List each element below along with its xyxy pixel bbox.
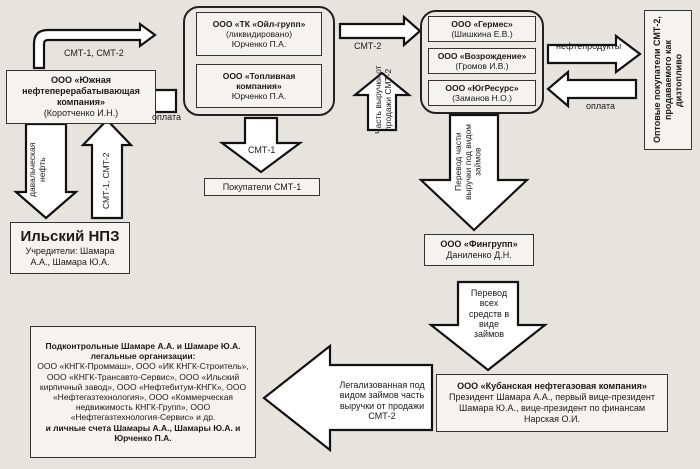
label-perevod-vseh: Перевод всех средств в виде займов (468, 288, 510, 340)
arrow-legalized-left (262, 343, 434, 453)
kuban-line1: Президент Шамара А.А., первый вице-прези… (449, 392, 655, 403)
label-davalch: давальческая нефть (27, 142, 47, 198)
germes-person: (Шишкина Е.В.) (451, 29, 513, 39)
arrow-smt2-right (338, 14, 422, 48)
box-fingroup: ООО «Фингрупп» Даниленко Д.Н. (424, 234, 534, 266)
yuzhnaya-person: (Коротченко И.Н.) (43, 107, 119, 118)
label-smt12-up: СМТ-1, СМТ-2 (101, 152, 111, 210)
arrow-smt12-to-oilgroup (32, 21, 157, 70)
arrow-vyruchka-up (351, 71, 413, 132)
box-controlled: Подконтрольные Шамаре А.А. и Шамаре Ю.А.… (30, 326, 256, 458)
label-smt12: СМТ-1, СМТ-2 (64, 48, 124, 58)
controlled-body: ООО «КНГК-Проммаш», ООО «ИК КНГК-Строите… (37, 361, 249, 423)
label-legalized: Легализованная под видом займов часть вы… (339, 380, 425, 422)
kuban-line2: Шамара Ю.А., вице-президент по финансам (458, 403, 646, 413)
kuban-line3: Нарская О.И. (524, 413, 580, 424)
box-buyers-smt1: Покупатели СМТ-1 (204, 178, 320, 196)
controlled-footer: и личные счета Шамары А.А., Шамары Ю.А. … (45, 422, 241, 443)
box-wholesale: Оптовые покупатели СМТ-2, продаваемого к… (644, 10, 692, 150)
arrow-smt12-up (80, 118, 134, 220)
label-nefteprod: нефтепродукты (556, 41, 622, 51)
arrow-perevod-chasti-down (418, 113, 530, 232)
box-ilsky: Ильский НПЗ Учредители: Шамара А.А., Шам… (10, 222, 130, 274)
arrow-oplata2-left (546, 69, 638, 109)
box-yuzhnaya: ООО «Южная нефтеперерабатывающая компани… (6, 70, 156, 124)
arrow-nefteprod-right (546, 33, 642, 75)
box-germes: ООО «Гермес» (Шишкина Е.В.) (428, 16, 536, 42)
oil-group-name: ООО «ТК «Ойл-групп» (212, 18, 306, 29)
arrow-perevod-vseh-down (427, 280, 549, 372)
vozrozhdenie-name: ООО «Возрождение» (437, 50, 527, 61)
box-toplivnaya: ООО «Топливная компания» Юрченко П.А. (196, 64, 322, 108)
vozrozhdenie-person: (Громов И.В.) (455, 61, 509, 71)
yugresurs-name: ООО «ЮгРесурс» (445, 82, 519, 93)
label-smt2: СМТ-2 (354, 41, 382, 51)
label-oplata1: оплата (152, 112, 181, 122)
box-oil-group: ООО «ТК «Ойл-групп» (ликвидировано) Юрче… (196, 12, 322, 56)
ilsky-name: Ильский НПЗ (20, 228, 120, 246)
toplivnaya-name: ООО «Топливная компания» (222, 70, 296, 91)
yugresurs-person: (Заманов Н.О.) (452, 93, 512, 103)
arrow-davalch-down (13, 122, 79, 220)
toplivnaya-person: Юрченко П.А. (231, 91, 287, 102)
label-oplata2: оплата (586, 101, 615, 111)
ilsky-founders: Учредители: Шамара А.А., Шамара Ю.А. (25, 246, 115, 267)
wholesale-text: Оптовые покупатели СМТ-2, продаваемого к… (651, 16, 684, 144)
box-vozrozhdenie: ООО «Возрождение» (Громов И.В.) (428, 48, 536, 74)
fingroup-person: Даниленко Д.Н. (446, 250, 512, 260)
label-smt1-down: СМТ-1 (248, 145, 276, 155)
germes-name: ООО «Гермес» (451, 18, 513, 29)
label-vyruchka-smt2: Часть выручки от продажи СМТ-2 (373, 65, 393, 135)
yuzhnaya-name: ООО «Южная нефтеперерабатывающая компани… (22, 75, 140, 107)
box-yugresurs: ООО «ЮгРесурс» (Заманов Н.О.) (428, 80, 536, 106)
kuban-name: ООО «Кубанская нефтегазовая компания» (457, 381, 647, 392)
oil-group-status: (ликвидировано) (225, 28, 293, 39)
label-perevod-chasti: Перевод части выручки под видом займов (453, 123, 483, 201)
buyers-smt1-text: Покупатели СМТ-1 (222, 181, 302, 192)
oil-group-person: Юрченко П.А. (231, 39, 287, 50)
fingroup-name: ООО «Фингрупп» (440, 239, 518, 250)
box-kuban: ООО «Кубанская нефтегазовая компания» Пр… (436, 374, 668, 432)
controlled-title: Подконтрольные Шамаре А.А. и Шамаре Ю.А.… (45, 341, 241, 362)
arrow-smt1-down (218, 116, 304, 174)
